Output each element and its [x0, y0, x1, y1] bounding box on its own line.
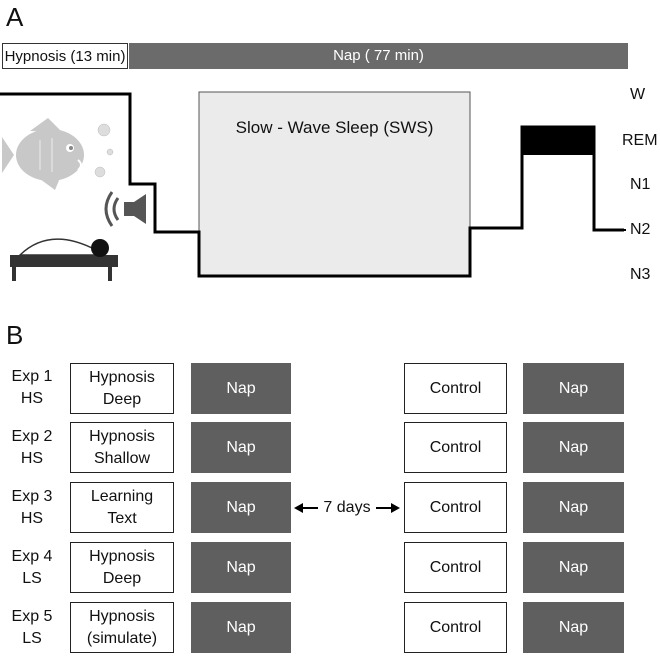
condition-box: Hypnosis (simulate) [70, 602, 174, 653]
exp-group: LS [22, 570, 42, 587]
sws-box [198, 91, 471, 277]
fish-icon [2, 118, 84, 190]
exp-label: Exp 1 HS [0, 366, 64, 410]
hypnogram [0, 91, 626, 281]
hypnosis-period-bar: Hypnosis (13 min) [2, 43, 128, 69]
stage-label-n2: N2 [630, 221, 651, 238]
sleeping-person-icon [10, 238, 118, 281]
condition-line-2: Deep [102, 390, 142, 408]
sws-label: Slow - Wave Sleep (SWS) [235, 118, 434, 137]
nap-box: Nap [191, 482, 291, 533]
exp-label: Exp 5 LS [0, 606, 64, 650]
condition-line-2: (simulate) [86, 629, 158, 647]
nap-box: Nap [523, 602, 624, 653]
exp-group: HS [20, 450, 44, 467]
nap-box: Nap [523, 363, 624, 414]
exp-label: Exp 3 HS [0, 486, 64, 530]
panel-b-letter: B [6, 320, 24, 350]
control-box: Control [404, 422, 507, 473]
stage-label-w: W [630, 86, 646, 103]
control-box: Control [404, 542, 507, 593]
condition-line-1: Learning [90, 487, 154, 505]
condition-line-2: Text [107, 509, 137, 527]
nap-period-bar: Nap ( 77 min) [129, 43, 628, 69]
exp-number: Exp 3 [11, 488, 53, 505]
exp-number: Exp 4 [11, 548, 53, 565]
stage-label-n1: N1 [630, 176, 651, 193]
condition-line-1: Hypnosis [89, 547, 155, 565]
exp-number: Exp 2 [11, 428, 53, 445]
seven-days-label: 7 days [323, 499, 371, 516]
nap-box: Nap [191, 602, 291, 653]
control-box: Control [404, 482, 507, 533]
bubbles-icon [94, 123, 114, 178]
nap-box: Nap [191, 363, 291, 414]
seven-days-arrow [294, 503, 400, 513]
exp-label: Exp 2 HS [0, 426, 64, 470]
control-box: Control [404, 602, 507, 653]
control-box: Control [404, 363, 507, 414]
condition-line-2: Deep [102, 569, 142, 587]
nap-box: Nap [191, 542, 291, 593]
rem-box [522, 127, 594, 155]
exp-group: HS [20, 390, 44, 407]
condition-line-1: Hypnosis [89, 427, 155, 445]
stage-label-rem: REM [622, 132, 658, 149]
exp-label: Exp 4 LS [0, 546, 64, 590]
exp-number: Exp 1 [11, 368, 53, 385]
exp-group: HS [20, 510, 44, 527]
speaker-icon [104, 191, 146, 227]
condition-line-1: Hypnosis [89, 368, 155, 386]
exp-group: LS [22, 630, 42, 647]
nap-box: Nap [523, 542, 624, 593]
exp-number: Exp 5 [11, 608, 53, 625]
nap-box: Nap [523, 482, 624, 533]
hypnogram-line [0, 92, 624, 278]
nap-box: Nap [191, 422, 291, 473]
nap-box: Nap [523, 422, 624, 473]
panel-a-letter: A [6, 2, 24, 32]
condition-line-1: Hypnosis [89, 607, 155, 625]
stage-label-n3: N3 [630, 266, 651, 283]
condition-line-2: Shallow [93, 449, 151, 467]
